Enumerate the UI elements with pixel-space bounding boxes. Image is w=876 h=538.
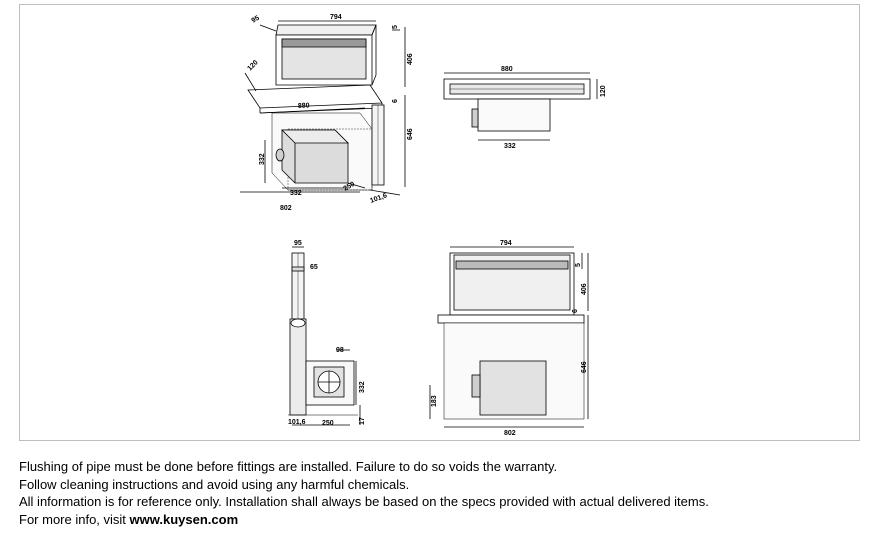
dim-side-98: 98: [336, 347, 344, 354]
dim-front-6: 6: [572, 309, 579, 313]
dim-side-95: 95: [294, 240, 302, 247]
dim-side-65: 65: [310, 264, 318, 271]
website-link[interactable]: www.kuysen.com: [129, 511, 239, 527]
top-view: [443, 72, 598, 141]
dim-iso-120: 120: [246, 59, 259, 72]
dim-iso-95: 95: [251, 15, 261, 25]
dim-iso-794: 794: [330, 14, 342, 21]
dim-iso-101: 101,6: [369, 192, 388, 205]
dim-iso-6: 6: [392, 99, 399, 103]
note-flushing: Flushing of pipe must be done before fit…: [19, 459, 558, 474]
dim-top-120: 120: [600, 85, 607, 97]
dim-front-646: 646: [581, 361, 588, 373]
drawing-frame: 794 95 5 406 120 6 880 646 332 332 250 8…: [19, 4, 860, 441]
dim-side-17: 17: [359, 417, 366, 425]
isometric-view: [240, 20, 406, 196]
dim-iso-332-v: 332: [259, 153, 266, 165]
dim-iso-332-h: 332: [290, 190, 302, 197]
technical-drawing: 794 95 5 406 120 6 880 646 332 332 250 8…: [240, 14, 607, 437]
dim-front-794: 794: [500, 240, 512, 247]
note-cleaning: Follow cleaning instructions and avoid u…: [19, 476, 410, 492]
dim-iso-646: 646: [407, 128, 414, 140]
dim-side-101: 101,6: [288, 419, 306, 426]
front-view: [429, 246, 589, 428]
dim-iso-802: 802: [280, 205, 292, 212]
dim-iso-406: 406: [407, 53, 414, 65]
dim-side-332: 332: [359, 381, 366, 393]
note-more-info: For more info, visit www.kuysen.com: [19, 511, 859, 529]
dim-top-880: 880: [501, 66, 513, 73]
dim-front-183: 183: [431, 395, 438, 407]
dim-front-802: 802: [504, 430, 516, 437]
note-reference: All information is for reference only. I…: [19, 494, 709, 510]
side-view: [288, 246, 361, 426]
installation-notes: Flushing of pipe must be done before fit…: [19, 458, 859, 528]
more-info-label: For more info, visit: [19, 511, 130, 527]
dim-front-5: 5: [575, 263, 582, 267]
dim-iso-250: 250: [343, 181, 357, 193]
dim-iso-880: 880: [298, 102, 310, 110]
dim-side-250: 250: [322, 420, 334, 427]
dim-iso-5: 5: [392, 25, 399, 29]
dim-top-332: 332: [504, 143, 516, 150]
dim-front-406: 406: [581, 283, 588, 295]
